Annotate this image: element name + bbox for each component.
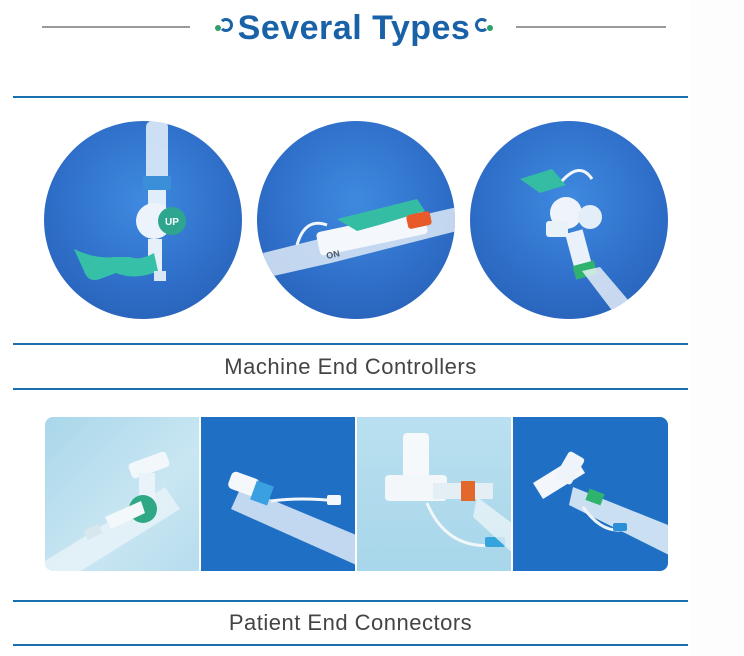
patient-end-connector-2-icon: [201, 417, 355, 571]
patient-end-connector-3-icon: [357, 417, 511, 571]
header-divider-right: [516, 26, 666, 28]
on-marking-label: ON: [325, 248, 340, 261]
title-ornament-right-icon: [473, 18, 494, 38]
section-heading: Several Types: [200, 8, 508, 48]
page-margin: [690, 0, 744, 656]
page-title: Several Types: [237, 8, 471, 47]
patient-end-caption: Patient End Connectors: [228, 610, 473, 635]
header-divider-left: [42, 26, 190, 28]
product-page: Several Types UP ON: [13, 8, 688, 646]
patient-end-connector-4-icon: [513, 417, 668, 571]
machine-end-controller-angled-icon: [470, 121, 668, 319]
caption-rule-top-2: [13, 600, 688, 602]
caption-rule-top: [13, 343, 688, 345]
up-marking-label: UP: [165, 217, 179, 228]
caption-rule-bottom-2: [13, 644, 688, 646]
title-ornament-left-icon: [214, 18, 235, 38]
machine-end-controller-vertical-icon: UP: [44, 121, 242, 319]
patient-end-connector-1-icon: [45, 417, 199, 571]
machine-end-caption: Machine End Controllers: [224, 354, 477, 379]
caption-rule-bottom: [13, 388, 688, 390]
section-rule-top: [13, 96, 688, 98]
machine-end-controller-horizontal-icon: ON: [257, 121, 455, 319]
